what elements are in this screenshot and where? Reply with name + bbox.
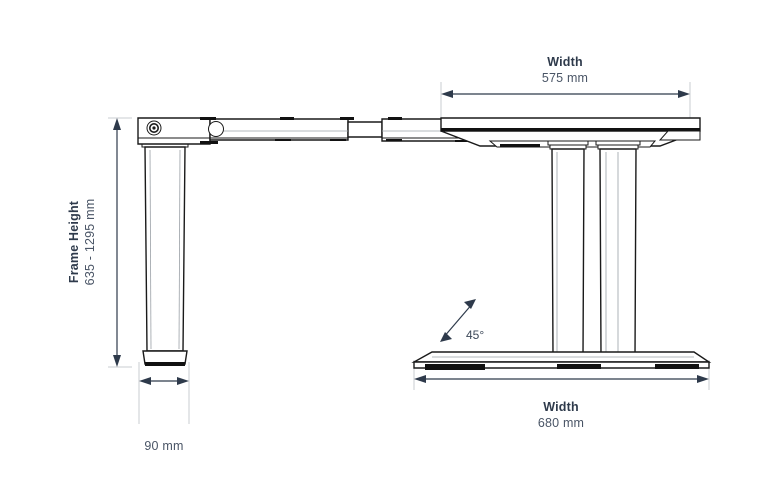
- bolt-head-ring-icon: [149, 123, 160, 134]
- table-top-edge-band: [441, 128, 700, 131]
- beam-underside-mark-3: [330, 139, 346, 141]
- beam-underside-mark-4: [386, 139, 402, 141]
- arrowhead-bottom-frame-height: [113, 355, 121, 367]
- beam-slot-2: [280, 117, 294, 120]
- bolt-head-center-icon: [152, 126, 156, 130]
- beam-underside-mark-2: [275, 139, 291, 141]
- frame-height-value: 635 - 1295 mm: [83, 199, 97, 286]
- arrowhead-left-foot-width: [139, 377, 151, 385]
- foot-width-value: 90 mm: [144, 439, 183, 453]
- beam-section-left: [209, 118, 349, 141]
- arrowhead-left-bottom-width: [414, 375, 426, 383]
- circular-hole-icon: [208, 121, 224, 137]
- left-leg-assembly: [139, 137, 191, 366]
- beam-underside-mark-1: [200, 141, 218, 144]
- left-leg-glide-pad: [145, 362, 185, 366]
- top-width-value: 575 mm: [542, 71, 588, 85]
- dimension-frame-height: Frame Height 635 - 1295 mm: [67, 118, 121, 367]
- base-glide-pad-center: [557, 364, 601, 369]
- dimension-foot-width: 90 mm: [139, 377, 189, 453]
- left-leg-edge-highlight-r: [178, 149, 181, 350]
- beam-slot-3: [340, 117, 354, 120]
- dimension-bottom-width: Width 680 mm: [414, 375, 709, 430]
- arrowhead-lower-angle: [440, 332, 452, 342]
- left-leg-edge-highlight-l: [149, 149, 152, 350]
- dimension-top-width: Width 575 mm: [441, 55, 690, 98]
- arrowhead-right-top-width: [678, 90, 690, 98]
- dim-line-angle: [442, 302, 474, 339]
- dimension-angle-45: 45°: [440, 299, 484, 342]
- beam-slot-1: [200, 117, 216, 120]
- frame-height-label: Frame Height: [67, 200, 81, 283]
- right-leg-b-collar-top: [595, 140, 641, 146]
- arrowhead-right-bottom-width: [697, 375, 709, 383]
- arrowhead-left-top-width: [441, 90, 453, 98]
- right-leg-assembly: [547, 140, 641, 357]
- arrowhead-upper-angle: [464, 299, 476, 309]
- bottom-width-label: Width: [543, 400, 579, 414]
- base-plate-assembly: [411, 351, 712, 370]
- angle-value: 45°: [466, 328, 484, 342]
- table-top-right-cap: [658, 130, 701, 141]
- arrowhead-top-frame-height: [113, 118, 121, 130]
- right-leg-a-collar-top: [547, 140, 589, 146]
- table-top-mount-mark-1: [500, 144, 540, 147]
- beam-section-middle: [347, 121, 383, 138]
- beam-slot-4: [388, 117, 402, 120]
- arrowhead-right-foot-width: [177, 377, 189, 385]
- beam-underside-mark-5: [455, 140, 473, 142]
- base-glide-pad-left: [425, 364, 485, 370]
- base-glide-pad-right: [655, 364, 699, 369]
- bottom-width-value: 680 mm: [538, 416, 584, 430]
- top-width-label: Width: [547, 55, 583, 69]
